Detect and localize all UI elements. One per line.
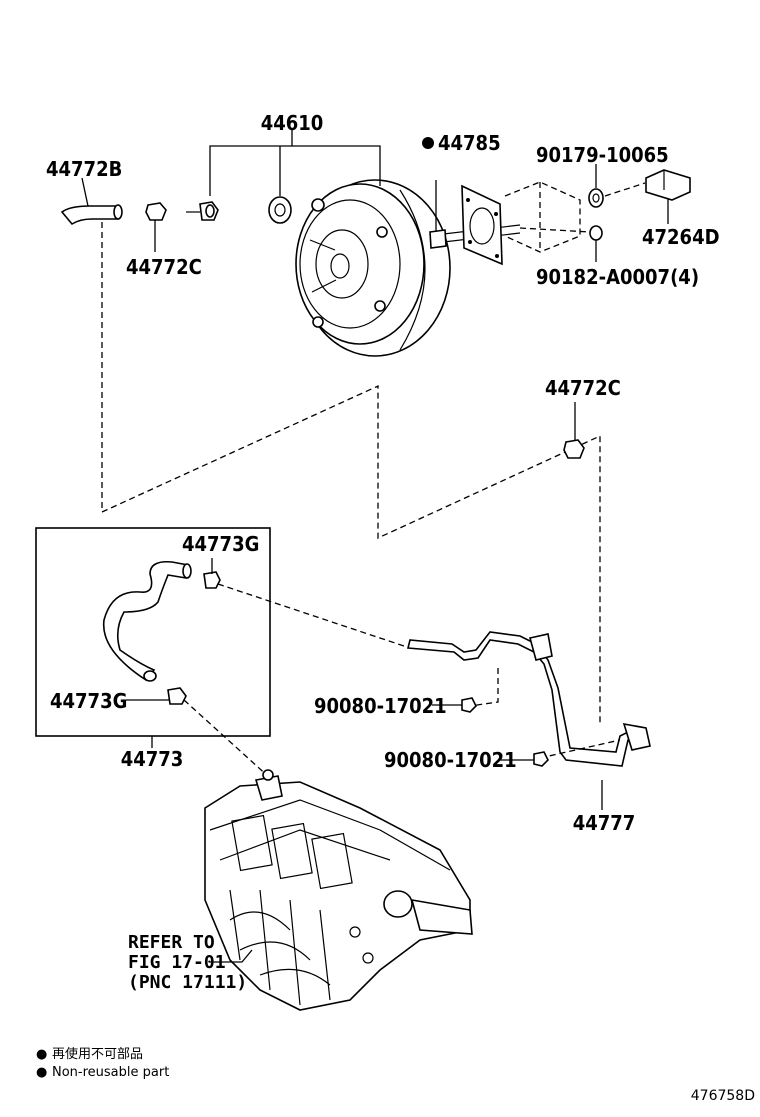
- brake-booster[interactable]: [295, 179, 521, 357]
- clevis-guide: [604, 182, 646, 197]
- clamp-upper[interactable]: [145, 202, 167, 221]
- label-clamp-lower: 44772C: [545, 376, 621, 400]
- label-hose-kit: 44773: [121, 747, 184, 771]
- refer-note-line-1: REFER TO: [128, 932, 215, 953]
- intake-manifold[interactable]: [204, 769, 473, 1011]
- label-bolt-upper: 90080-17021: [314, 694, 447, 718]
- hose-kit-box: [35, 527, 271, 737]
- guide-clamp-to-manifold: [183, 699, 271, 779]
- grommet[interactable]: [268, 196, 292, 224]
- figure-number: 476758D: [691, 1088, 755, 1104]
- legend-symbol-jp: ●: [36, 1047, 47, 1062]
- label-bolt-lower: 90080-17021: [384, 748, 517, 772]
- nut[interactable]: [589, 225, 603, 241]
- legend-text-jp: 再使用不可部品: [52, 1046, 143, 1062]
- label-hose-upper: 44772B: [46, 157, 122, 181]
- clamp-lower[interactable]: [563, 439, 585, 459]
- leader-refer: [210, 949, 253, 963]
- legend-symbol-en: ●: [36, 1065, 47, 1080]
- washer[interactable]: [588, 188, 604, 208]
- routing-guide: [101, 222, 601, 724]
- hose-kit-clamp-top[interactable]: [203, 571, 221, 589]
- guide-bolt-upper: [469, 668, 499, 707]
- hose-kit-hose[interactable]: [102, 560, 192, 682]
- gasket[interactable]: [461, 184, 503, 266]
- hose-kit-clamp-bottom[interactable]: [167, 687, 187, 705]
- label-hose-clamp-top: 44773G: [182, 532, 259, 556]
- bracket-leader-booster: [209, 128, 381, 196]
- refer-note-line-2: FIG 17-01: [128, 952, 226, 973]
- label-clamp-upper: 44772C: [126, 255, 202, 279]
- mounting-guide: [504, 181, 581, 253]
- guide-clamp-to-tube: [217, 583, 411, 649]
- nut-guide: [519, 227, 591, 233]
- legend-text-en: Non-reusable part: [52, 1065, 169, 1080]
- label-nut: 90182-A0007(4): [536, 265, 699, 289]
- bolt-upper[interactable]: [461, 697, 477, 713]
- bolt-lower[interactable]: [533, 751, 549, 767]
- label-booster-assembly: 44610: [261, 111, 324, 135]
- label-clevis: 47264D: [642, 225, 720, 249]
- vacuum-tube[interactable]: [406, 631, 651, 767]
- label-hose-clamp-bottom: 44773G: [50, 689, 127, 713]
- check-valve[interactable]: [186, 201, 219, 221]
- non-reusable-marker-gasket: [422, 137, 434, 149]
- leader-hose-upper: [81, 177, 89, 207]
- refer-note-line-3: (PNC 17111): [128, 972, 247, 993]
- guide-bolt-lower: [539, 739, 621, 759]
- label-vacuum-tube: 44777: [573, 811, 636, 835]
- label-gasket: 44785: [438, 131, 501, 155]
- clevis[interactable]: [645, 169, 691, 201]
- hose-upper[interactable]: [60, 204, 123, 226]
- label-washer: 90179-10065: [536, 143, 669, 167]
